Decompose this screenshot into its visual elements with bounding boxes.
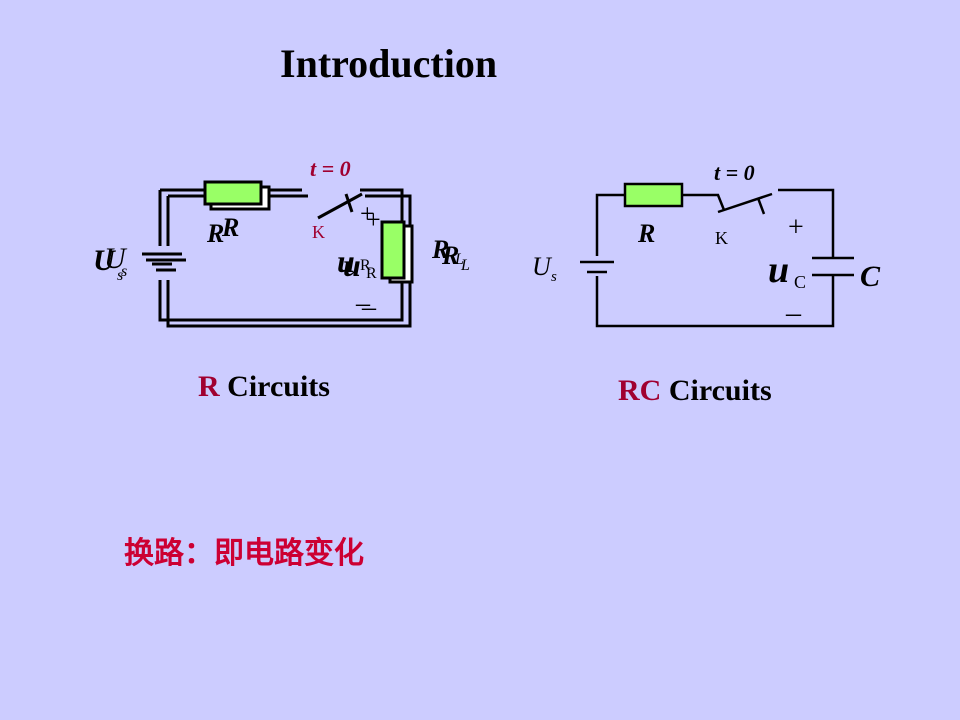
rc-circuit-switch-label: K (715, 228, 728, 248)
rc-circuit-source-sub: s (551, 269, 557, 285)
r-circuit-resistor (203, 180, 271, 211)
rc-circuit-voltage-sub: C (794, 272, 806, 292)
rc-circuit-resistor-label: R (637, 219, 655, 248)
r-circuit-caption-text: Circuits (219, 370, 330, 403)
r-circuit-minus-shadow: – (355, 288, 371, 319)
r-circuit-voltage-sub: R (366, 265, 377, 282)
r-circuit-switch-label: K (312, 222, 325, 242)
r-circuit-source-sub-shadow: s (117, 267, 123, 284)
r-circuit-voltage-sub-shadow: R (360, 257, 371, 274)
rc-circuit-labels: t = 0 K R U s u C C + – (532, 160, 881, 329)
rc-circuit-caption: RC Circuits (618, 374, 772, 408)
r-circuit-plus: + (366, 205, 381, 234)
rc-circuit-switch-time: t = 0 (714, 160, 755, 185)
rc-circuit-source-label: U (532, 252, 553, 281)
r-circuit-minus: – (361, 292, 377, 323)
r-circuit-load-sub: L (460, 257, 470, 274)
r-circuit-caption: R Circuits (198, 370, 330, 404)
r-circuit-labels: t = 0 K R R U U s s u u R R + + – – R R … (93, 156, 470, 323)
r-circuit-source-label-shadow: U (104, 242, 128, 275)
rc-circuit-capacitor-label: C (860, 260, 881, 293)
r-circuit-battery (142, 246, 186, 280)
r-circuit-load-label-shadow: R (431, 235, 449, 264)
rc-circuit-switch (717, 192, 773, 215)
rc-circuit-resistor (623, 182, 684, 208)
r-circuit-resistor-label: R (221, 213, 239, 242)
rc-circuit-capacitor (810, 256, 856, 277)
rc-circuit-wires (595, 188, 835, 328)
rc-circuit-minus: – (785, 296, 802, 329)
r-circuit (142, 180, 414, 328)
r-circuit-switch-time: t = 0 (310, 156, 351, 181)
r-circuit-load-sub-shadow: L (454, 251, 464, 268)
r-circuit-load-label: R (441, 241, 459, 270)
rc-circuit-plus: + (788, 212, 804, 243)
r-circuit-voltage-label: u (343, 247, 361, 283)
slide-title: Introduction (280, 41, 498, 86)
r-circuit-source-label: U (93, 244, 116, 277)
switching-note: 换路：即电路变化 (124, 536, 364, 571)
r-circuit-switch (317, 192, 363, 220)
rc-circuit-battery (580, 256, 616, 276)
r-circuit-voltage-label-shadow: u (337, 243, 355, 279)
r-circuit-source-sub: s (121, 263, 127, 280)
rc-circuit-voltage-label: u (768, 249, 789, 291)
rc-circuit-caption-accent: RC (618, 374, 662, 407)
r-circuit-plus-shadow: + (360, 199, 375, 228)
rc-circuit-caption-text: Circuits (661, 374, 772, 407)
r-circuit-caption-accent: R (198, 370, 220, 403)
r-circuit-resistor-label-shadow: R (206, 219, 224, 248)
rc-circuit (580, 182, 856, 328)
r-circuit-load (380, 220, 414, 284)
